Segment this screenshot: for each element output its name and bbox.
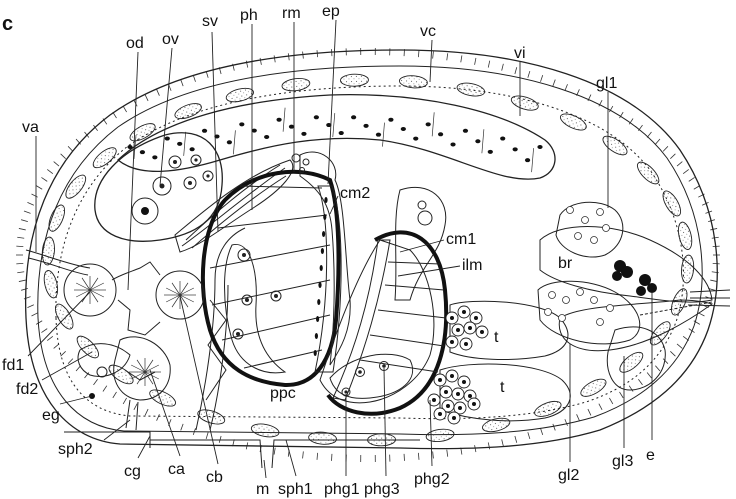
label-ilm: ilm	[462, 257, 482, 274]
label-eg: eg	[42, 407, 60, 424]
leader-od	[127, 51, 139, 291]
external-cilia	[16, 48, 720, 462]
leader-sv	[211, 31, 219, 233]
label-t-upper: t	[494, 329, 499, 346]
label-ov: ov	[162, 31, 179, 48]
label-va: va	[22, 119, 39, 136]
leader-cm1	[399, 239, 445, 253]
label-br: br	[558, 255, 573, 272]
label-m: m	[256, 481, 269, 498]
body-wall	[16, 48, 720, 462]
label-phg3: phg3	[364, 481, 400, 498]
leader-ov	[159, 47, 173, 187]
leader-sph1	[285, 439, 297, 477]
leader-cg	[137, 435, 151, 459]
label-sv: sv	[202, 13, 218, 30]
label-phg1: phg1	[324, 481, 360, 498]
label-sph2: sph2	[58, 441, 93, 458]
label-ep: ep	[322, 3, 340, 20]
muscle-layer-line	[55, 85, 684, 420]
epidermal-vacuolated-cells	[41, 73, 695, 447]
leader-vc	[429, 39, 433, 83]
label-t-lower: t	[500, 379, 505, 396]
label-e: e	[646, 447, 655, 464]
leader-phg3	[383, 367, 387, 477]
leader-eg	[59, 395, 93, 405]
label-fd2: fd2	[16, 381, 38, 398]
leader-ilm	[397, 265, 461, 277]
leader-fd2	[41, 351, 93, 381]
label-vi: vi	[514, 45, 526, 62]
label-gl1: gl1	[596, 75, 617, 92]
leader-cb	[179, 295, 219, 465]
label-gl2: gl2	[558, 467, 579, 484]
label-ph: ph	[240, 7, 258, 24]
label-cb: cb	[206, 469, 223, 486]
vitellarium	[117, 94, 556, 180]
label-gl3: gl3	[612, 453, 633, 470]
label-od: od	[126, 35, 144, 52]
label-sph1: sph1	[278, 481, 313, 498]
testes	[427, 300, 571, 425]
leader-sph2	[103, 419, 131, 441]
leader-m	[263, 459, 267, 479]
leader-fd1	[27, 291, 91, 357]
body-outline	[24, 49, 718, 450]
leader-ep	[327, 19, 337, 185]
label-vc: vc	[420, 23, 436, 40]
brain-and-glands	[74, 201, 731, 391]
female-ducts	[25, 249, 420, 469]
leader-phg2	[429, 399, 433, 467]
panel-label: c	[2, 13, 13, 35]
leader-cm2	[329, 195, 339, 215]
labels: c od ov sv ph rm ep vc vi gl1 va cm2 cm1…	[2, 3, 655, 498]
label-cm1: cm1	[446, 231, 476, 248]
pharynx	[200, 151, 351, 388]
label-fd1: fd1	[2, 357, 24, 374]
label-cg: cg	[124, 463, 141, 480]
leader-ca	[149, 369, 181, 457]
label-rm: rm	[282, 5, 301, 22]
pharynx-second-bulb	[319, 186, 449, 416]
label-cm2: cm2	[340, 185, 370, 202]
label-ca: ca	[168, 461, 185, 478]
ovary	[94, 132, 223, 242]
label-ppc: ppc	[270, 385, 296, 402]
label-phg2: phg2	[414, 471, 450, 488]
